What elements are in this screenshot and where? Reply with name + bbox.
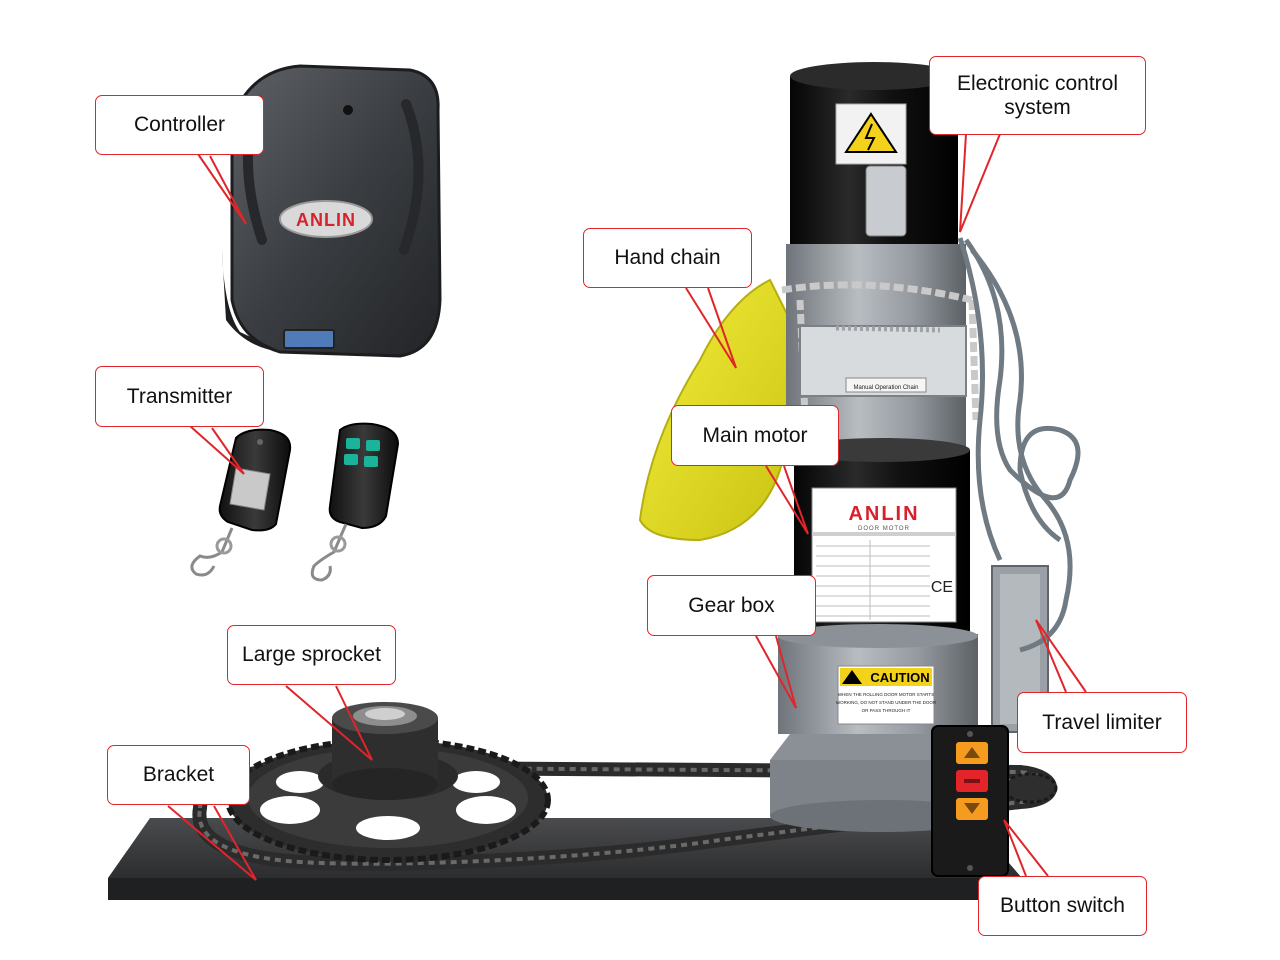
control-cables — [957, 237, 1081, 653]
hand-chain-callout: Hand chain — [583, 228, 752, 288]
caution-text-2: WORKING, DO NOT STAND UNDER THE DOOR — [836, 700, 937, 705]
caution-title: CAUTION — [870, 670, 929, 685]
leader-lines — [167, 133, 1087, 881]
manual-operation-chain-label: Manual Operation Chain — [853, 385, 918, 391]
motor-logo: ANLIN — [848, 503, 919, 525]
main-motor-callout: Main motor — [671, 405, 839, 466]
large-sprocket-callout: Large sprocket — [227, 625, 396, 685]
controller-callout: Controller — [95, 95, 264, 155]
electronic-control-line-1: Electronic control — [956, 71, 1119, 95]
transmitter-fob-right — [310, 422, 400, 582]
transmitter-callout: Transmitter — [95, 366, 264, 427]
button-switch — [931, 725, 1009, 877]
electronic-control-line-2: system — [1004, 95, 1071, 119]
controller-box — [222, 64, 442, 358]
ce-mark: CE — [931, 579, 953, 596]
caution-text-3: OR PASS THROUGH IT — [862, 708, 911, 713]
motor-logo-subtitle: DOOR MOTOR — [858, 526, 910, 532]
gear-box-housing — [770, 624, 994, 832]
gear-box-callout: Gear box — [647, 575, 816, 636]
small-sprocket — [1002, 772, 1058, 804]
caution-text-1: WHEN THE ROLLING DOOR MOTOR STARTS — [838, 692, 934, 697]
button-switch-callout: Button switch — [978, 876, 1147, 936]
travel-limiter-callout: Travel limiter — [1017, 692, 1187, 753]
transmitter-fob-left — [190, 428, 292, 577]
bracket-callout: Bracket — [107, 745, 250, 805]
electronic-control-callout: Electronic control system — [929, 56, 1146, 135]
main-motor-body — [794, 438, 970, 638]
controller-logo: ANLIN — [296, 210, 356, 230]
large-sprocket — [225, 702, 551, 863]
